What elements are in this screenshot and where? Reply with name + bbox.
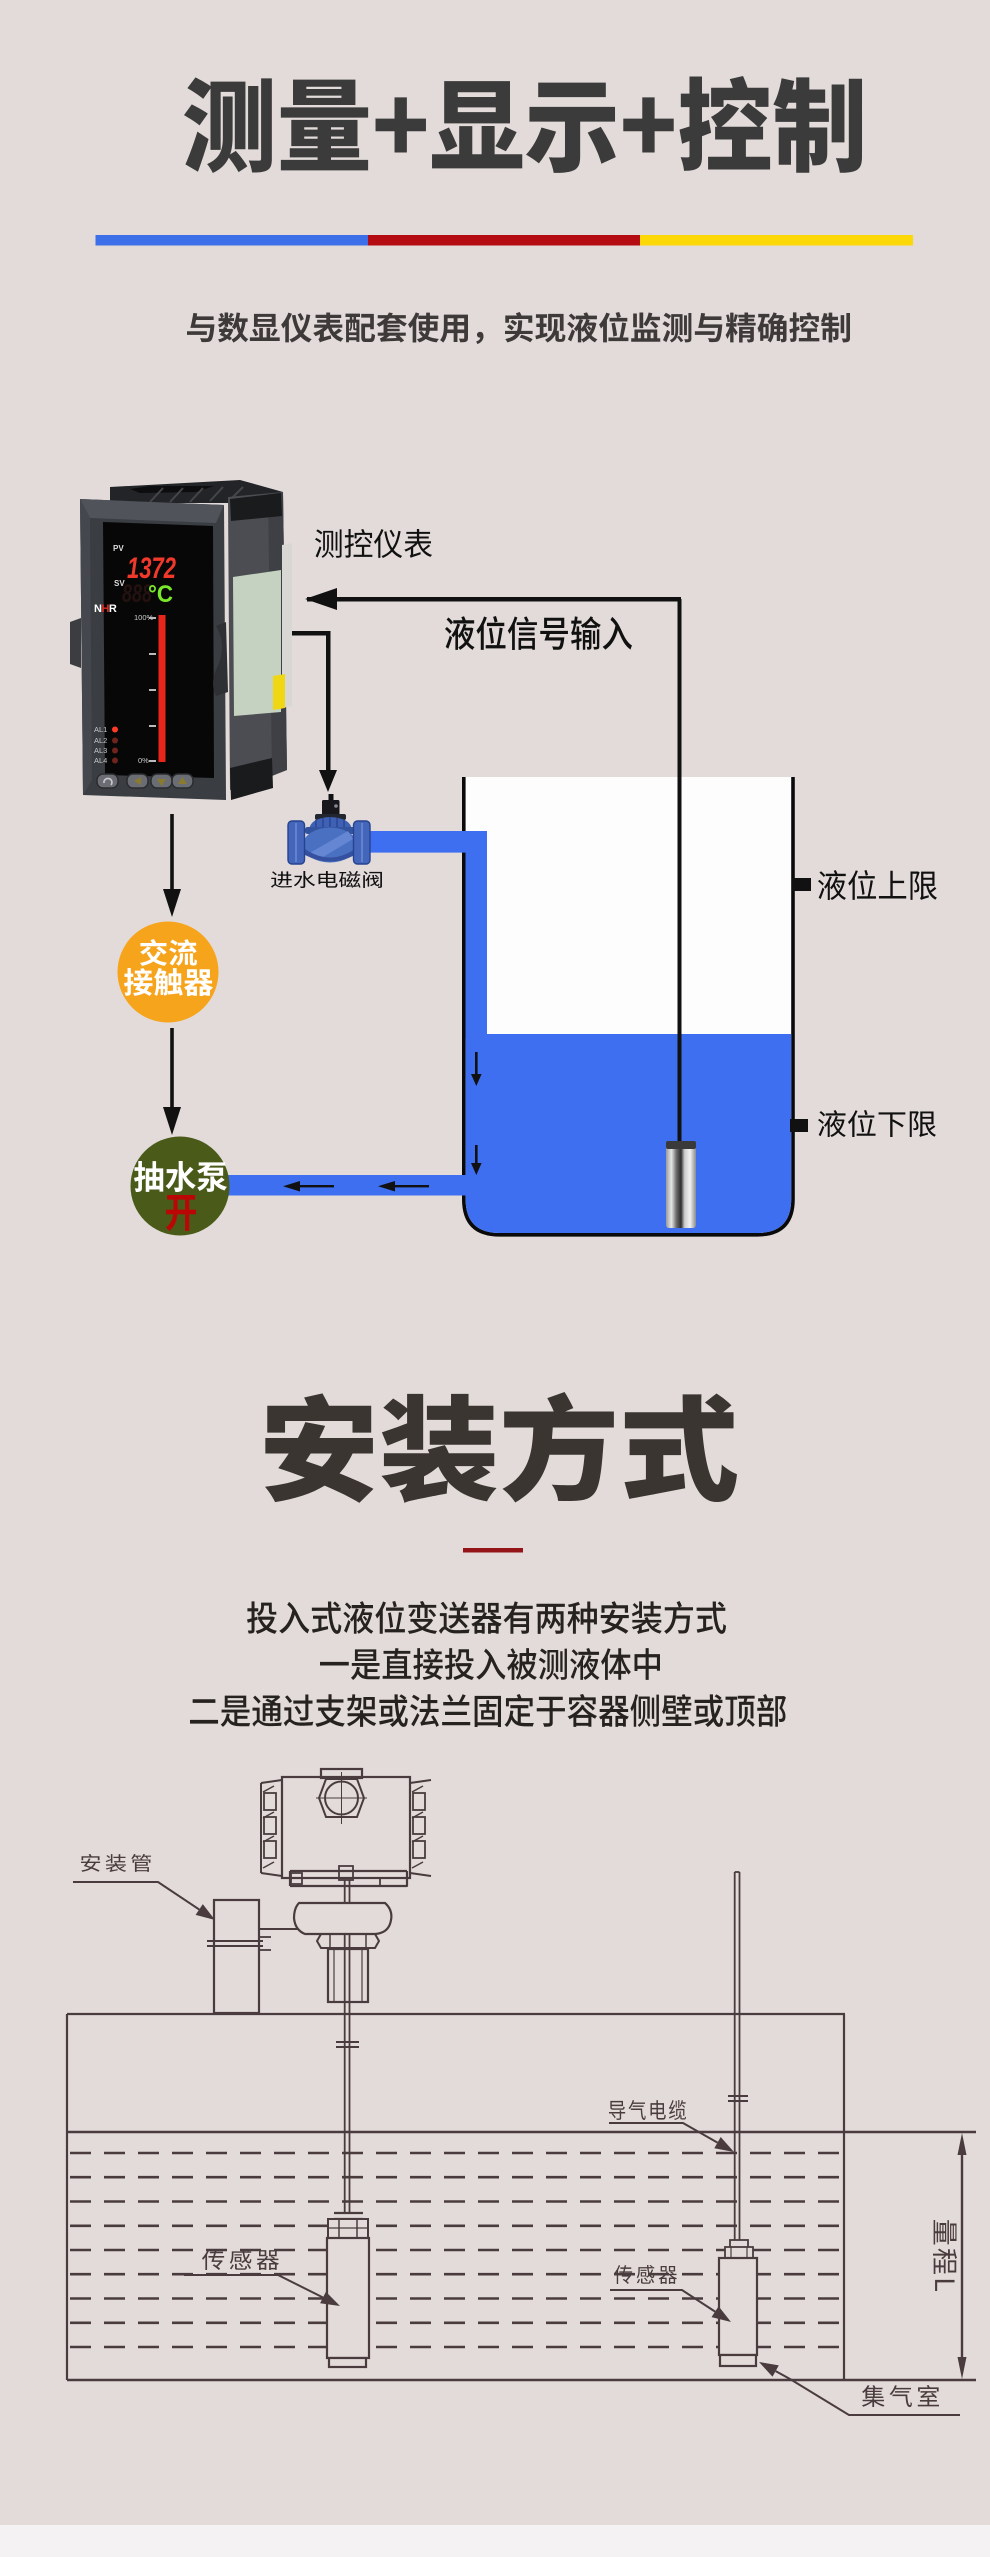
svg-text:AL2: AL2 [94,736,107,745]
svg-text:SV: SV [114,579,125,588]
svg-text:°C: °C [148,581,173,608]
svg-text:AL3: AL3 [94,746,107,755]
svg-text:PV: PV [113,544,124,553]
svg-text:888: 888 [122,580,152,608]
svg-text:NHR: NHR [94,603,117,615]
svg-text:AL4: AL4 [94,756,107,765]
svg-text:1372: 1372 [127,552,176,585]
svg-text:100%: 100% [134,613,154,622]
svg-text:0%: 0% [138,756,149,765]
svg-text:AL1: AL1 [94,725,107,734]
